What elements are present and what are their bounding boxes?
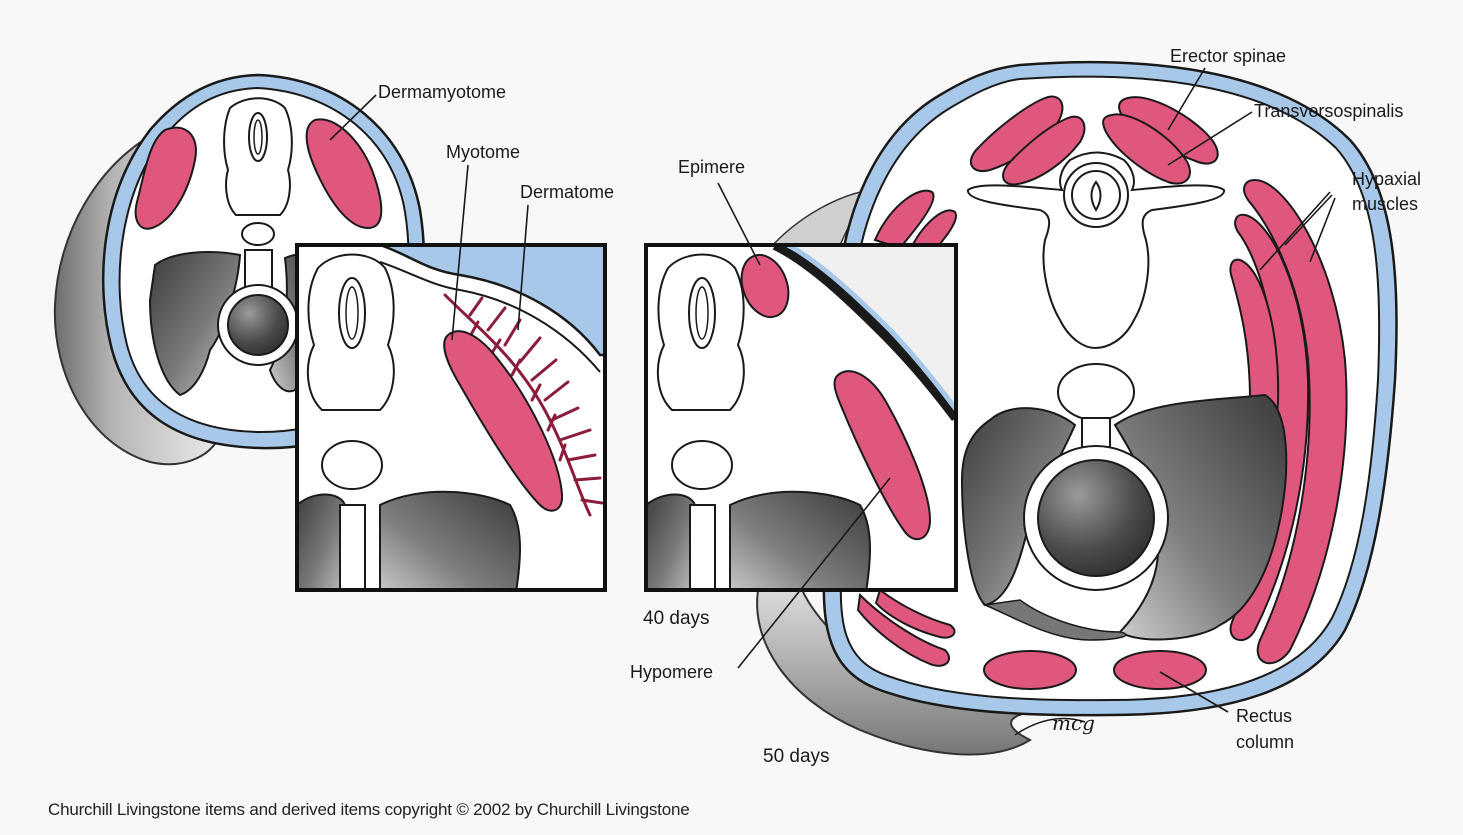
inset-epimere: [646, 242, 960, 600]
label-dermamyotome: Dermamyotome: [378, 82, 506, 102]
right-rectus-left: [984, 651, 1076, 689]
left-gut: [228, 295, 288, 355]
left-notochord: [242, 223, 274, 245]
inset1-notochord: [322, 441, 382, 489]
inset1-neural-canal: [339, 278, 365, 348]
signature-mcg: mcg: [1052, 711, 1095, 735]
label-epimere: Epimere: [678, 157, 745, 177]
label-hypomere: Hypomere: [630, 662, 713, 682]
label-muscles: muscles: [1352, 194, 1418, 214]
inset2-notochord: [672, 441, 732, 489]
label-erector-spinae: Erector spinae: [1170, 46, 1286, 66]
inset1-stem: [340, 505, 365, 600]
inset2-lobe-left: [646, 494, 695, 600]
copyright-caption: Churchill Livingstone items and derived …: [48, 800, 689, 820]
right-gut: [1038, 460, 1154, 576]
inset2-stem: [690, 505, 715, 600]
right-spinal-cord: [1092, 182, 1101, 210]
label-myotome: Myotome: [446, 142, 520, 162]
label-50-days: 50 days: [763, 746, 830, 767]
label-rectus: Rectus: [1236, 706, 1292, 726]
right-notochord: [1058, 364, 1134, 420]
inset1-lobe-left: [297, 494, 345, 600]
right-rectus-right: [1114, 651, 1206, 689]
label-dermatome: Dermatome: [520, 182, 614, 202]
label-transversospinalis: Transversospinalis: [1254, 101, 1403, 121]
inset2-lobe-right: [730, 492, 870, 600]
inset1-lobe-right: [380, 492, 520, 600]
label-hypaxial: Hypaxial: [1352, 169, 1421, 189]
label-column: column: [1236, 732, 1294, 752]
label-40-days: 40 days: [643, 608, 710, 629]
inset2-neural-canal: [689, 278, 715, 348]
